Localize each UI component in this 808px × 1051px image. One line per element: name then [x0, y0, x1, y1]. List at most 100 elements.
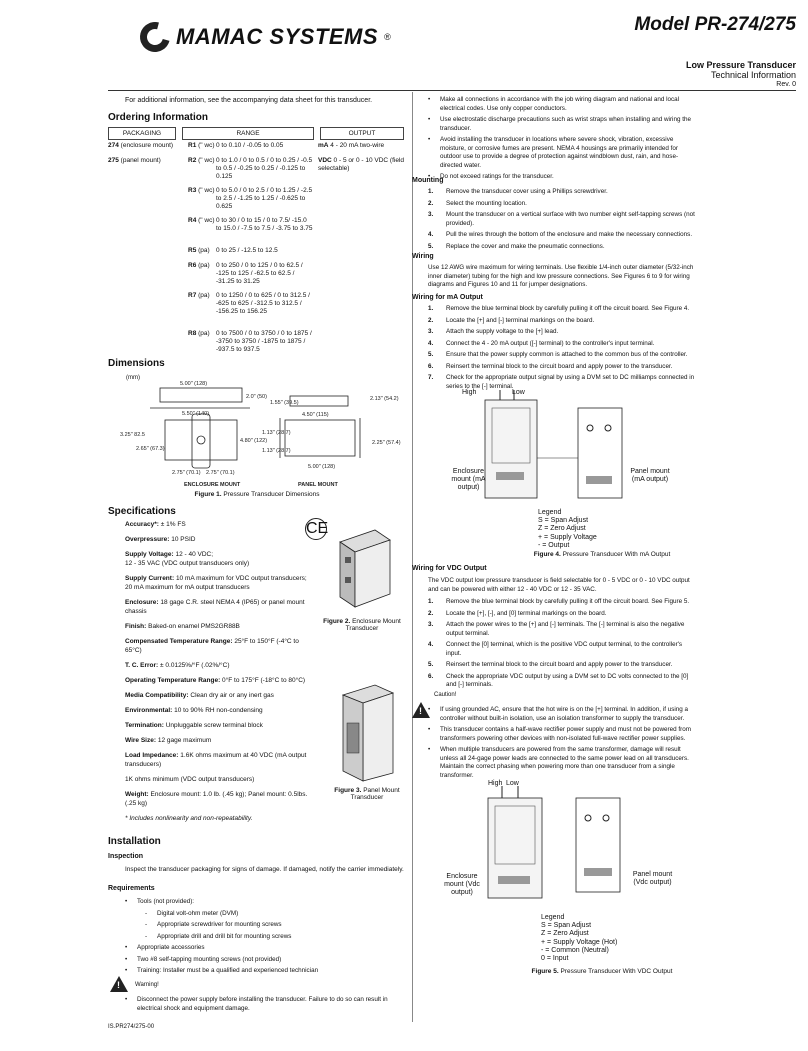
low-label: Low: [506, 780, 519, 787]
vdc-intro: The VDC output low pressure transducer i…: [428, 577, 690, 593]
list-item: -Digital volt-ohm meter (DVM): [145, 909, 239, 917]
wiring-text: Use 12 AWG wire maximum for wiring termi…: [428, 264, 694, 288]
enclosure-mount-label: Enclosure mount (mA output): [451, 468, 486, 491]
ma-wiring-steps: 1.Remove the blue terminal block by care…: [428, 305, 696, 394]
spec-item: Enclosure: 18 gage C.R. steel NEMA 4 (IP…: [125, 599, 305, 615]
dim-label: 3.25" 82.5: [120, 432, 145, 438]
panel-top-view: [289, 395, 349, 407]
spec-footnote: * Includes nonlinearity and non-repeatab…: [125, 815, 253, 822]
range-code: R4: [188, 217, 197, 224]
legend-item: 0 = Input: [541, 955, 569, 963]
warning-heading: Warning!: [135, 982, 159, 988]
output-vdc: VDC 0 - 5 or 0 - 10 VDC (field selectabl…: [318, 157, 406, 173]
spec-item: 12 - 35 VAC (VDC output transducers only…: [125, 560, 250, 567]
doc-subtitle: Technical Information: [710, 70, 796, 80]
dim-label: 2.13" (54.2): [370, 396, 399, 402]
panel-transducer-image: [341, 684, 395, 782]
legend-item: - = Common (Neutral): [541, 946, 609, 954]
inspection-text: Inspect the transducer packaging for sig…: [125, 866, 404, 873]
spec-item: Accuracy*: ± 1% FS: [125, 521, 186, 528]
list-item: •Two #8 self-tapping mounting screws (no…: [125, 955, 282, 963]
enclosure-top-view: [159, 387, 243, 403]
panel-mount-label: PANEL MOUNT: [298, 482, 338, 488]
spec-item: Overpressure: 10 PSID: [125, 536, 196, 543]
legend-item: Z = Zero Adjust: [541, 930, 589, 938]
legend-item: S = Span Adjust: [541, 922, 592, 930]
range-unit: (pa): [198, 330, 210, 337]
panel-mount-label: Panel mount (Vdc output): [632, 871, 673, 886]
range-code: R1: [188, 142, 197, 149]
dim-label: 2.0" (50): [246, 394, 267, 400]
legend-title: Legend: [538, 509, 562, 516]
output-code: VDC: [318, 157, 332, 164]
range-code: R3: [188, 187, 197, 194]
brand-logo: MAMAC SYSTEMS ®: [134, 16, 391, 58]
pack-code: 274: [108, 142, 119, 149]
spec-item: Finish: Baked-on enamel PMS2GR88B: [125, 623, 240, 630]
requirements-heading: Requirements: [108, 885, 155, 892]
range-unit: (pa): [198, 292, 210, 299]
range-values: 0 to 1.0 / 0 to 0.5 / 0 to 0.25 / -0.5 t…: [216, 157, 313, 180]
range-code: R8: [188, 330, 197, 337]
figure-4-caption: Figure 4. Pressure Transducer With mA Ou…: [533, 551, 671, 558]
header-rule: [108, 90, 796, 91]
panel-board: [575, 797, 621, 893]
figure-5-caption: Figure 5. Pressure Transducer With VDC O…: [531, 968, 673, 975]
range-row: R4 (" wc)0 to 30 / 0 to 15 / 0 to 7.5/ -…: [188, 217, 313, 247]
range-row: R8 (pa) 0 to 7500 / 0 to 3750 / 0 to 1875…: [188, 330, 313, 360]
figure-4-wiring-diagram: [484, 390, 623, 499]
output-code: mA: [318, 142, 329, 149]
dim-label: 2.65" (67.3): [136, 446, 165, 452]
list-item: -Appropriate screwdriver for mounting sc…: [145, 921, 282, 928]
mounting-steps: 1.Remove the transducer cover using a Ph…: [428, 188, 696, 254]
list-item: 3.Attach the power wires to the [+] and …: [428, 621, 685, 637]
list-item: 6.Check the appropriate VDC output by us…: [428, 672, 689, 689]
doc-title: Low Pressure Transducer: [685, 60, 796, 70]
range-unit: (pa): [198, 247, 210, 254]
list-item: •Training: Installer must be a qualified…: [125, 967, 319, 974]
dim-label: 5.50" (140): [182, 411, 209, 417]
column-divider: [412, 92, 413, 1022]
vdc-wiring-steps: 1.Remove the blue terminal block by care…: [428, 598, 696, 693]
legend-item: S = Span Adjust: [538, 517, 589, 525]
enclosure-board: [484, 399, 538, 499]
col-output: OUTPUT: [320, 127, 404, 140]
output-label: 4 - 20 mA two-wire: [330, 142, 385, 149]
range-row: R3 (" wc)0 to 5.0 / 0 to 2.5 / 0 to 1.25…: [188, 187, 313, 217]
general-bullets: •Make all connections in accordance with…: [428, 96, 696, 185]
spec-item: Load Impedance: 1.6K ohms maximum at 40 …: [125, 752, 307, 768]
brand-name: MAMAC SYSTEMS: [176, 24, 379, 49]
list-item: •When multiple transducers are powered f…: [428, 746, 689, 779]
list-item: 6.Reinsert the terminal block to the cir…: [428, 362, 673, 370]
spec-item: Weight: Enclosure mount: 1.0 lb. (.45 kg…: [125, 791, 308, 807]
figure-number: Figure 1.: [194, 491, 222, 498]
range-values: 0 to 30 / 0 to 15 / 0 to 7.5/ -15.0 to 1…: [216, 217, 313, 232]
list-item: •Disconnect the power supply before inst…: [125, 996, 388, 1012]
range-values: 0 to 7500 / 0 to 3750 / 0 to 1875 / -375…: [216, 330, 312, 353]
range-code: R5: [188, 247, 197, 254]
wiring-heading: Wiring: [412, 253, 434, 260]
range-code: R7: [188, 292, 197, 299]
list-item: 1.Remove the transducer cover using a Ph…: [428, 188, 608, 195]
dim-label: 4.50" (115): [302, 412, 329, 418]
list-item: •Do not exceed ratings for the transduce…: [428, 173, 554, 180]
dim-label: 2.75" (70.1): [206, 470, 235, 476]
dim-label: 2.75" (70.1): [172, 470, 201, 476]
list-item: 7.Check for the appropriate output signa…: [428, 374, 695, 390]
list-item: •If using grounded AC, ensure that the h…: [428, 706, 689, 722]
list-item: 4.Connect the [0] terminal, which is the…: [428, 641, 683, 657]
low-label: Low: [512, 389, 525, 396]
list-item: 3.Attach the supply voltage to the [+] l…: [428, 328, 559, 335]
output-ma: mA 4 - 20 mA two-wire: [318, 142, 406, 150]
range-code: R6: [188, 262, 197, 269]
list-item: 4.Pull the wires through the bottom of t…: [428, 231, 693, 238]
inspection-heading: Inspection: [108, 853, 144, 860]
brand-registered: ®: [384, 32, 391, 42]
ordering-title: Ordering Information: [108, 112, 208, 123]
output-label: 0 - 5 or 0 - 10 VDC (field selectable): [318, 157, 404, 172]
legend-title: Legend: [541, 914, 565, 921]
range-row: R2 (" wc)0 to 1.0 / 0 to 0.5 / 0 to 0.25…: [188, 157, 313, 187]
ce-mark-icon: CE: [305, 518, 328, 540]
list-item: •Make all connections in accordance with…: [428, 96, 680, 112]
legend-item: - = Output: [538, 541, 570, 549]
